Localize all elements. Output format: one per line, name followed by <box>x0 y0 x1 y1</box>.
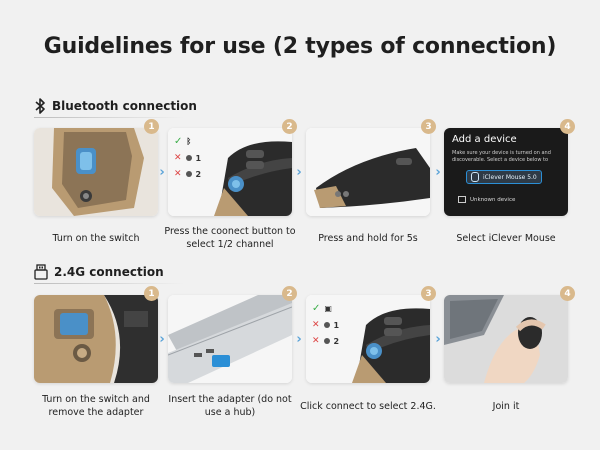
step-caption: Turn on the switch and remove the adapte… <box>42 394 150 418</box>
check-icon: ✓ <box>174 136 183 147</box>
next-arrow-icon: › <box>296 165 302 180</box>
channel-label: 1 <box>195 153 202 163</box>
channel-option: ✕ 1 <box>312 320 339 330</box>
step-caption: Turn on the switch <box>52 233 140 244</box>
usb-adapter-icon <box>34 264 48 280</box>
channel-option: ✕ 1 <box>174 153 201 163</box>
bt-step-1-image <box>34 128 158 216</box>
next-arrow-icon: › <box>435 165 441 180</box>
dialog-text: Make sure your device is turned on and d… <box>452 150 551 163</box>
step-caption: Join it <box>492 401 520 412</box>
next-arrow-icon: › <box>159 165 165 180</box>
g-step-4-image <box>444 295 568 383</box>
mouse-channel-image <box>168 128 292 216</box>
device-name: Unknown device <box>470 196 516 203</box>
x-icon: ✕ <box>312 336 320 346</box>
mouse-adapter-slot-image <box>34 295 158 383</box>
x-icon: ✕ <box>312 320 320 330</box>
step-badge: 3 <box>421 119 436 134</box>
step-badge: 4 <box>560 119 575 134</box>
channel-label: 2 <box>333 336 340 346</box>
step-badge: 3 <box>421 286 436 301</box>
step-badge: 2 <box>282 119 297 134</box>
channel-check: ✓ ᛒ <box>174 136 201 147</box>
bt-step-3-image <box>306 128 430 216</box>
channel-dot <box>185 171 192 177</box>
channel-dot <box>323 338 330 344</box>
bt-step-4-dialog: Add a device Make sure your device is tu… <box>444 128 568 216</box>
bluetooth-section-header: Bluetooth connection <box>34 96 197 118</box>
channel-option: ✕ 2 <box>312 336 339 346</box>
g-step-2-image <box>168 295 292 383</box>
check-icon: ✓ <box>312 303 321 314</box>
g-step-3-image: ✓ ▣ ✕ 1 ✕ 2 <box>306 295 430 383</box>
step-caption: Press the coonect button to select 1/2 c… <box>164 226 296 250</box>
device-name: iClever Mouse 5.0 <box>483 173 537 181</box>
bluetooth-icon <box>35 98 45 114</box>
step-caption: Insert the adapter (do not use a hub) <box>168 394 292 418</box>
laptop-adapter-image <box>168 295 292 383</box>
channel-dot <box>185 155 192 161</box>
monitor-icon <box>458 196 466 203</box>
page-title: Guidelines for use (2 types of connectio… <box>43 34 557 59</box>
next-arrow-icon: › <box>296 332 302 347</box>
hand-on-mouse-image <box>444 295 568 383</box>
bluetooth-small-icon: ᛒ <box>186 137 192 146</box>
mouse-underside-image <box>34 128 158 216</box>
x-icon: ✕ <box>174 153 182 163</box>
channel-label: 2 <box>195 169 202 179</box>
mouse-pairing-image <box>306 128 430 216</box>
bt-step-2-image: ✓ ᛒ ✕ 1 ✕ 2 <box>168 128 292 216</box>
step-badge: 4 <box>560 286 575 301</box>
wireless-section-header: 2.4G connection <box>34 262 184 284</box>
next-arrow-icon: › <box>159 332 165 347</box>
channel-option: ✕ 2 <box>174 169 201 179</box>
step-badge: 2 <box>282 286 297 301</box>
step-caption: Press and hold for 5s <box>318 233 418 244</box>
device-option-iclever[interactable]: iClever Mouse 5.0 <box>466 170 542 184</box>
device-option-unknown[interactable]: Unknown device <box>458 196 515 203</box>
mouse-icon <box>471 172 479 182</box>
usb-small-icon: ▣ <box>324 304 332 313</box>
dialog-title: Add a device <box>452 134 517 145</box>
g-step-1-image <box>34 295 158 383</box>
channel-label: 1 <box>333 320 340 330</box>
channel-check: ✓ ▣ <box>312 303 339 314</box>
step-caption: Click connect to select 2.4G. <box>300 401 436 412</box>
step-badge: 1 <box>144 119 159 134</box>
step-badge: 1 <box>144 286 159 301</box>
wireless-heading: 2.4G connection <box>54 265 164 279</box>
step-caption: Select iClever Mouse <box>456 233 556 244</box>
x-icon: ✕ <box>174 169 182 179</box>
channel-dot <box>323 322 330 328</box>
next-arrow-icon: › <box>435 332 441 347</box>
bluetooth-heading: Bluetooth connection <box>52 99 197 113</box>
